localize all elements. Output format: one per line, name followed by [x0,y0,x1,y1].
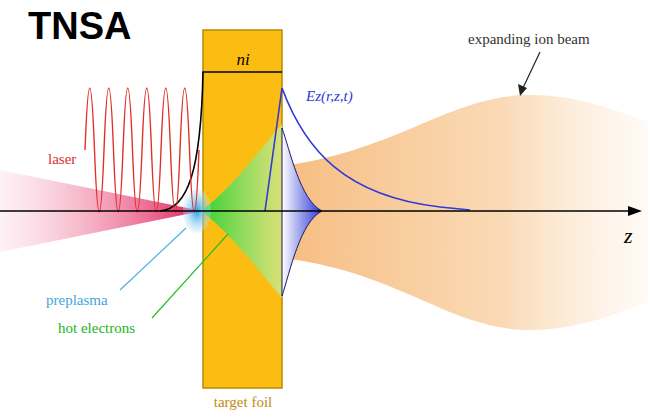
diagram-title: TNSA [28,6,131,48]
axis-arrowhead [628,206,642,216]
axis-label: z [624,224,633,248]
field-profile [282,128,322,296]
laser-label: laser [48,151,76,168]
hot-electrons-label: hot electrons [58,320,135,337]
ion-beam-label: expanding ion beam [468,31,590,48]
z-axis [0,210,632,212]
preplasma-label: preplasma [46,292,108,309]
field-curve [265,88,470,211]
leader-line [152,234,228,318]
leader-arrow [522,52,540,90]
ion-beam [282,95,648,330]
arrowhead [518,84,527,96]
laser-wave [85,88,199,212]
leader-line [120,228,186,290]
field-label: Ez(r,z,t) [306,88,353,105]
foil-label: target foil [214,394,272,411]
density-label: ni [236,51,249,70]
